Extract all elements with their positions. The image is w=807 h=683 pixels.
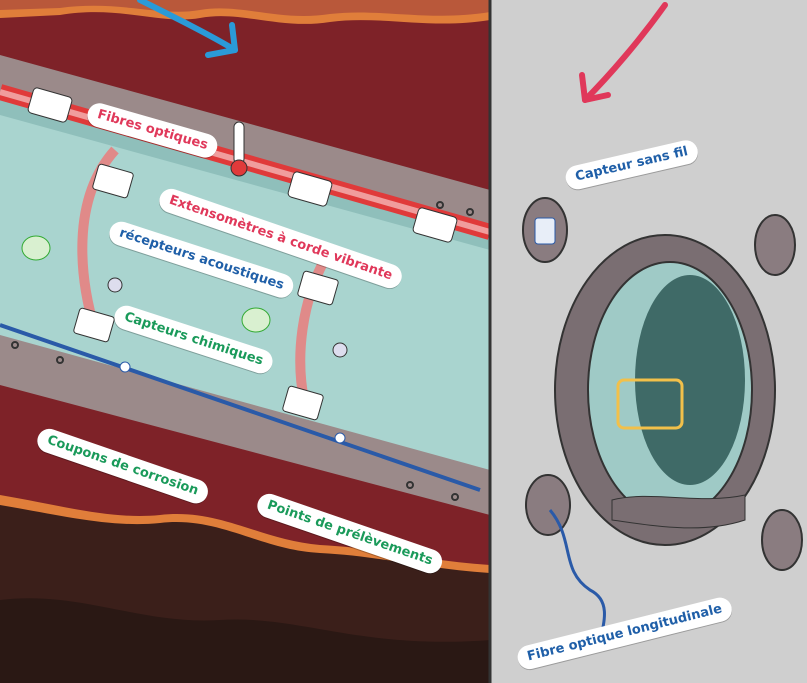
chemical-sensor-icon <box>21 235 271 333</box>
fibre-connectors <box>27 87 458 243</box>
pink-arrow-icon <box>582 2 668 103</box>
longitudinal-fibre-cable <box>548 509 606 641</box>
blue-arrow-icon <box>137 0 238 53</box>
acoustic-receiver-icon <box>107 277 348 358</box>
robot-icon <box>616 378 684 430</box>
thermometer-icon <box>233 121 245 165</box>
porthole-view <box>554 234 776 546</box>
